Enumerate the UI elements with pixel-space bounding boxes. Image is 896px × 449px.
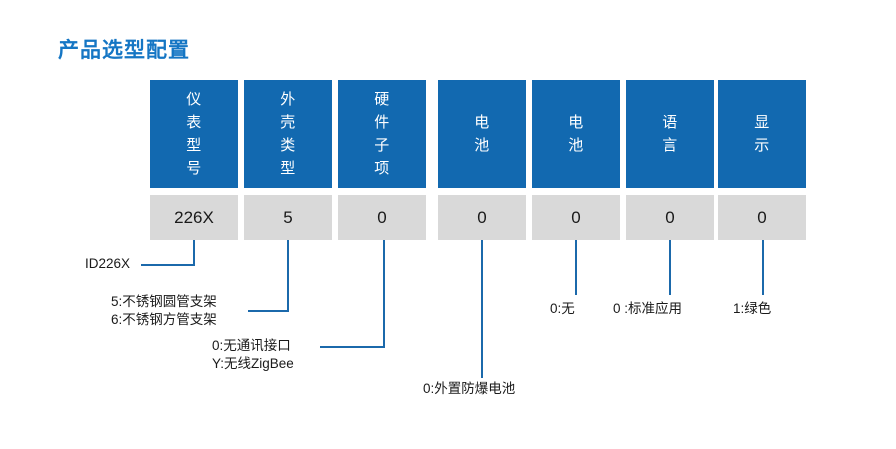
annotation-hardware: 0:无通讯接口 Y:无线ZigBee [212,338,294,371]
header-char: 语 [662,113,678,131]
header-char: 电 [474,113,490,131]
header-char: 项 [374,160,390,178]
config-header-housing: 外 壳 类 型 [244,80,332,188]
config-header-hardware: 硬 件 子 项 [338,80,426,188]
header-char: 仪 [186,90,202,108]
config-column-display: 显 示 0 [718,80,806,240]
header-char: 件 [374,113,390,131]
header-char: 壳 [280,113,296,131]
config-column-language: 语 言 0 [626,80,714,240]
config-header-battery-1: 电 池 [438,80,526,188]
config-column-hardware: 硬 件 子 项 0 [338,80,426,240]
header-char: 示 [754,137,770,154]
leader-line-hardware-vertical [383,240,385,348]
header-char: 型 [280,160,296,178]
config-value-battery-1: 0 [438,195,526,240]
config-header-battery-2: 电 池 [532,80,620,188]
config-value-model: 226X [150,195,238,240]
config-header-model: 仪 表 型 号 [150,80,238,188]
config-column-battery-2: 电 池 0 [532,80,620,240]
config-header-language: 语 言 [626,80,714,188]
header-char: 电 [568,113,584,131]
leader-line-model-horizontal [141,264,195,266]
header-char: 显 [754,113,770,131]
header-char: 硬 [374,90,390,108]
config-value-hardware: 0 [338,195,426,240]
header-char: 号 [186,160,202,178]
annotation-model: ID226X [85,256,131,271]
annotation-language: 0 :标准应用 [613,301,683,316]
leader-line-model-vertical [193,240,195,266]
leader-line-housing-horizontal [248,310,289,312]
annotation-display: 1:绿色 [733,301,772,316]
header-char: 池 [474,137,490,154]
config-value-housing: 5 [244,195,332,240]
header-char: 池 [568,137,584,154]
config-header-display: 显 示 [718,80,806,188]
leader-line-battery-1-vertical [481,240,483,378]
config-column-housing: 外 壳 类 型 5 [244,80,332,240]
leader-line-battery-2-vertical [575,240,577,295]
config-value-display: 0 [718,195,806,240]
annotation-battery-2: 0:无 [550,301,575,316]
header-char: 类 [280,137,296,154]
config-value-battery-2: 0 [532,195,620,240]
header-char: 子 [374,137,390,154]
leader-line-display-vertical [762,240,764,295]
page-title: 产品选型配置 [58,39,190,62]
leader-line-language-vertical [669,240,671,295]
config-column-battery-1: 电 池 0 [438,80,526,240]
config-column-model: 仪 表 型 号 226X [150,80,238,240]
annotation-housing: 5:不锈钢圆管支架 6:不锈钢方管支架 [111,294,217,327]
leader-line-hardware-horizontal [320,346,385,348]
header-char: 言 [662,137,678,154]
header-char: 型 [186,137,202,154]
annotation-battery-1: 0:外置防爆电池 [423,381,516,396]
header-char: 表 [186,113,202,131]
header-char: 外 [280,90,296,108]
config-value-language: 0 [626,195,714,240]
leader-line-housing-vertical [287,240,289,312]
